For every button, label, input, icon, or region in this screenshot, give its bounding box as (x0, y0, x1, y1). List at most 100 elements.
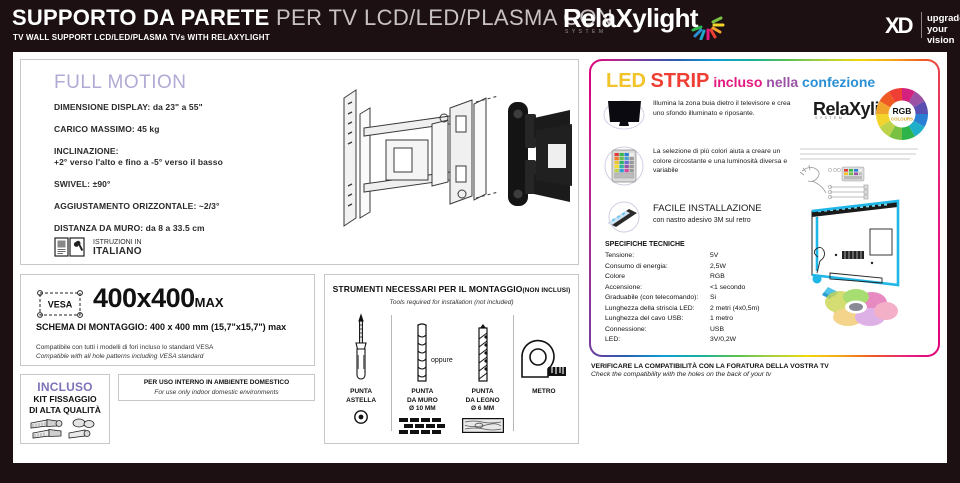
spec-row: Consumo di energia: 2,5W (605, 262, 795, 273)
led-tech-specs: SPECIFICHE TECNICHE Tensione: 5V Consumo… (605, 241, 795, 346)
tools-subtitle: Tools required for installation (not inc… (389, 299, 514, 306)
vesa-size-max: MAX (194, 295, 224, 310)
wood-plank-icon (461, 417, 504, 433)
screwdriver-icon (355, 313, 367, 380)
spec-value: RGB (710, 273, 725, 280)
tool-art (474, 309, 492, 385)
verify-it: VERIFICARE LA COMPATIBILITÀ CON LA FORAT… (591, 363, 829, 370)
spec-key: Colore (605, 273, 626, 280)
header-title-light: PER TV LCD/LED/PLASMA CON (269, 5, 614, 30)
bullet-subtitle: con nastro adesivo 3M sul retro (653, 217, 751, 224)
header-title: SUPPORTO DA PARETE PER TV LCD/LED/PLASMA… (12, 5, 613, 31)
spec-key: Consumo di energia: (605, 262, 668, 270)
relaxylight-wordmark: RelaXylight (563, 3, 699, 33)
verify-compatibility-note: VERIFICARE LA COMPATIBILITÀ CON LA FORAT… (591, 363, 951, 378)
svg-text:RGB: RGB (893, 106, 912, 116)
header-subtitle: TV WALL SUPPORT LCD/LED/PLASMA TVs WITH … (13, 33, 270, 42)
spec-value: Si (710, 294, 717, 301)
xd-brand-logo: XD upgrade your vision (885, 8, 960, 46)
spec-value: USB (710, 325, 724, 333)
spec-row: Connessione: USB (605, 325, 795, 336)
spec-key: Tensione: (605, 252, 635, 259)
vesa-panel: VESA 400x400MAX SCHEMA DI MONTAGGIO: 400… (20, 274, 315, 366)
tv-screen-icon (603, 100, 645, 130)
spec-tilt-value: +2° verso l'alto e fino a -5° verso il b… (54, 157, 223, 167)
led-heading-confezione: confezione (798, 74, 876, 90)
vesa-pattern-icon: VESA (37, 290, 83, 318)
led-heading-led: LED (606, 70, 646, 92)
spec-key: Lunghezza della striscia LED: (605, 304, 695, 312)
svg-text:COLOURS: COLOURS (891, 117, 913, 122)
spec-key: Connessione: (605, 325, 647, 333)
vesa-compat-it: Compatibile con tutti i modelli di fori … (36, 344, 214, 351)
manual-language: ITALIANO (93, 245, 142, 257)
full-motion-spec-list: DIMENSIONE DISPLAY: da 23" a 55" CARICO … (54, 102, 324, 245)
led-bullet-colors: La selezione di più colori aiuta a crear… (603, 145, 793, 192)
spec-max-load: CARICO MASSIMO: 45 kg (54, 124, 160, 134)
relaxylight-system-label: SYSTEM (565, 29, 607, 35)
bullet-text: FACILE INSTALLAZIONE con nastro adesivo … (653, 201, 762, 238)
included-kit-panel: INCLUSO KIT FISSAGGIO DI ALTA QUALITÀ (20, 374, 110, 444)
bullet-icon-wrap (603, 145, 645, 192)
spec-row: Graduabile (con telecomando): Si (605, 293, 795, 304)
wood-drill-bit-icon (478, 324, 488, 382)
color-burst-icon (691, 16, 725, 40)
spec-row: Lunghezza della striscia LED: 2 metri (4… (605, 304, 795, 315)
vesa-compatibility: Compatibile con tutti i modelli di fori … (36, 343, 213, 361)
mount-photo (508, 102, 572, 206)
spec-key: LED: (605, 336, 621, 343)
included-line1: KIT FISSAGGIO (33, 394, 97, 404)
tool-label: METRO (532, 388, 556, 395)
tools-title-suffix: (NON INCLUSI) (522, 287, 571, 294)
bullet-icon-wrap (603, 201, 645, 238)
brick-wall-icon (399, 417, 446, 434)
vesa-compat-en: Compatible with all hole patterns includ… (36, 353, 204, 360)
tv-back-with-led-strip-diagram (799, 148, 918, 326)
remote-control-icon (604, 146, 644, 186)
screws-and-anchors-icon (30, 418, 95, 439)
spec-row: Lunghezza del cavo USB: 1 metro (605, 314, 795, 325)
full-motion-panel: FULL MOTION DIMENSIONE DISPLAY: da 23" a… (20, 59, 579, 265)
spec-tilt-label: INCLINAZIONE: (54, 146, 119, 156)
spec-wall-distance: DISTANZA DA MURO: da 8 a 33.5 cm (54, 223, 205, 233)
relaxylight-logo-header: RelaXylight SYSTEM (563, 4, 743, 44)
spec-swivel: SWIVEL: ±90° (54, 179, 111, 189)
led-bullet-ambient: Illumina la zona buia dietro il televiso… (603, 97, 793, 136)
spec-value: 5V (710, 252, 719, 259)
page-header: SUPPORTO DA PARETE PER TV LCD/LED/PLASMA… (0, 0, 960, 52)
led-heading-incluso: incluso (713, 74, 763, 90)
spec-value: 3V/0,2W (710, 336, 737, 343)
spec-row: LED: 3V/0,2W (605, 335, 795, 346)
masonry-drill-bit-icon (417, 323, 427, 382)
indoor-use-it: PER USO INTERNO IN AMBIENTE DOMESTICO (143, 379, 290, 386)
manual-small-label: ISTRUZIONI IN (93, 238, 142, 246)
svg-text:VESA: VESA (48, 300, 73, 310)
vesa-size-value: 400x400 (93, 283, 195, 313)
specs-title: SPECIFICHE TECNICHE (605, 241, 685, 248)
xd-tagline-line2: your vision (927, 24, 955, 46)
xd-mark: XD (885, 13, 914, 38)
italian-manual-badge: ISTRUZIONI IN ITALIANO (54, 236, 142, 258)
tool-art (351, 309, 371, 385)
header-title-bold: SUPPORTO DA PARETE (12, 5, 270, 30)
tool-art (516, 309, 572, 385)
xd-tagline: upgrade your vision (927, 13, 960, 46)
rgb-colours-badge: RGB COLOURS (876, 88, 928, 140)
tool-divider (512, 315, 514, 431)
booklet-wrench-icon (54, 237, 85, 257)
tools-title: STRUMENTI NECESSARI PER IL MONTAGGIO(NON… (325, 284, 578, 294)
led-heading-nella: nella (762, 74, 799, 90)
screw-head-icon (354, 410, 369, 424)
tools-title-main: STRUMENTI NECESSARI PER IL MONTAGGIO (332, 284, 523, 294)
vesa-size: 400x400MAX (93, 283, 224, 314)
